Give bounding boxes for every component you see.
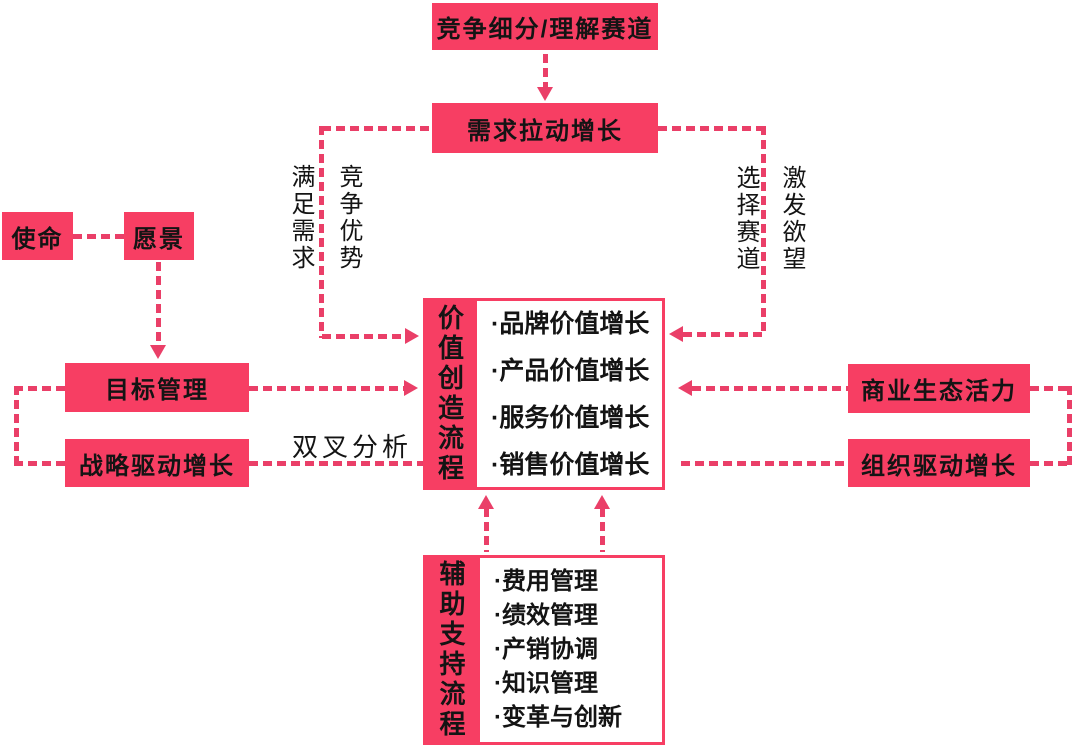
edge-label-choose-track: 选择赛道: [732, 165, 759, 273]
node-organization-growth: 组织驱动增长: [848, 439, 1030, 487]
edge-eco-bracket-bottom: [1030, 461, 1072, 466]
arrowhead-down-icon: [150, 345, 166, 359]
node-vision: 愿景: [124, 212, 194, 260]
edge-demand-right-h: [658, 126, 766, 131]
arrowhead-up-icon: [478, 495, 494, 509]
edge-label-double-fork: 双叉分析: [292, 432, 413, 462]
node-mission: 使命: [2, 212, 73, 260]
edge-goal-to-value: [249, 386, 405, 391]
list-item: ·产销协调: [494, 636, 598, 663]
node-demand-growth: 需求拉动增长: [432, 103, 658, 153]
edge-support-to-value-2: [600, 508, 605, 552]
edge-goal-bracket-top: [14, 386, 65, 391]
edge-eco-to-value: [692, 386, 848, 391]
support-process-title-strip: 辅助支持流程: [423, 555, 480, 745]
value-process-list: ·品牌价值增长 ·产品价值增长 ·服务价值增长 ·销售价值增长: [477, 301, 649, 489]
edge-support-to-value-1: [484, 508, 489, 552]
node-business-ecosystem: 商业生态活力: [848, 364, 1030, 413]
edge-segment-to-demand: [543, 54, 548, 88]
panel-value-process: 价值创造流程 ·品牌价值增长 ·产品价值增长 ·服务价值增长 ·销售价值增长: [423, 298, 665, 490]
edge-label-satisfy-demand: 满足需求: [287, 164, 314, 272]
list-item: ·费用管理: [494, 568, 598, 595]
edge-eco-bracket-side: [1067, 386, 1072, 466]
value-process-title: 价值创造流程: [434, 304, 465, 484]
edge-demand-right-v: [761, 126, 766, 336]
list-item: ·服务价值增长: [491, 404, 650, 432]
edge-org-to-value: [681, 461, 848, 466]
node-goal-management: 目标管理: [65, 363, 249, 412]
list-item: ·产品价值增长: [491, 357, 650, 385]
arrowhead-right-icon: [404, 380, 418, 396]
arrowhead-up-icon: [594, 495, 610, 509]
node-competition-segment: 竞争细分/理解赛道: [432, 3, 658, 50]
edge-mission-vision: [73, 234, 124, 239]
list-item: ·品牌价值增长: [491, 310, 650, 338]
list-item: ·知识管理: [494, 670, 598, 697]
edge-eco-bracket-top: [1030, 386, 1072, 391]
node-strategy-growth: 战略驱动增长: [65, 439, 249, 487]
list-item: ·绩效管理: [494, 602, 598, 629]
arrowhead-down-icon: [537, 87, 553, 101]
arrowhead-right-icon: [405, 328, 419, 344]
edge-left-to-value: [322, 334, 406, 339]
support-process-list: ·费用管理 ·绩效管理 ·产销协调 ·知识管理 ·变革与创新: [480, 565, 622, 735]
edge-demand-left-v: [319, 126, 324, 338]
support-process-title: 辅助支持流程: [436, 560, 466, 740]
edge-vision-to-goal: [156, 262, 161, 346]
edge-label-competitive-advantage: 竞争优势: [335, 164, 362, 272]
arrowhead-left-icon: [678, 380, 692, 396]
edge-right-to-value: [683, 332, 766, 337]
edge-goal-bracket-side: [14, 386, 19, 466]
edge-strategy-to-value: [249, 461, 423, 466]
edge-label-stimulate-desire: 激发欲望: [778, 165, 805, 273]
panel-support-process: 辅助支持流程 ·费用管理 ·绩效管理 ·产销协调 ·知识管理 ·变革与创新: [423, 555, 665, 745]
edge-demand-left-h: [322, 126, 432, 131]
edge-goal-bracket-bottom: [14, 461, 65, 466]
list-item: ·变革与创新: [494, 704, 622, 731]
arrowhead-left-icon: [669, 326, 683, 342]
list-item: ·销售价值增长: [491, 451, 650, 479]
value-process-title-strip: 价值创造流程: [423, 298, 477, 490]
